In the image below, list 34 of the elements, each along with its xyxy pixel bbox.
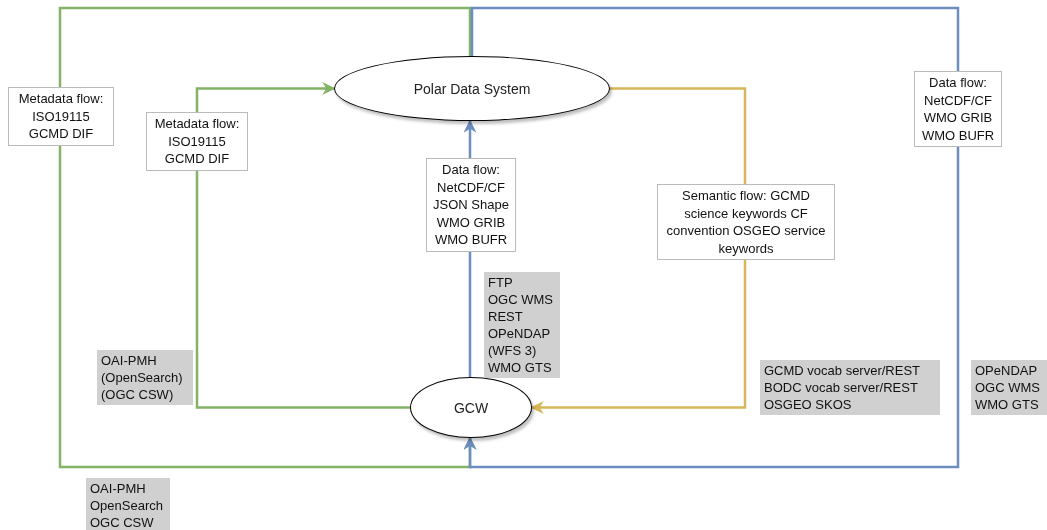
protocol-text: OSGEO SKOS [764,396,853,413]
protocol-text: OGC WMS [975,379,1041,396]
protocol-text: GCMD vocab server/REST [764,362,922,379]
ellipse-node [410,377,532,438]
edge-label: Data flow: NetCDF/CF WMO GRIB WMO BUFR [914,71,1002,147]
edge-label: Metadata flow: ISO19115 GCMD DIF [146,112,248,171]
protocol-text: (OGC CSW) [101,386,175,403]
protocol-box [484,272,560,378]
protocol-text: OAI-PMH [101,352,158,369]
protocol-box [86,478,170,530]
arrow [463,6,960,469]
protocol-text: OGC WMS [488,291,554,308]
protocol-text: OGC CSW [90,514,155,530]
protocol-text: OPeNDAP [975,362,1039,379]
arrow [530,87,747,414]
node-label: Polar Data System [413,80,531,97]
protocol-box [760,360,940,415]
protocol-box [97,350,193,405]
protocol-text: (WFS 3) [488,342,538,359]
protocol-text: BODC vocab server/REST [764,379,919,396]
protocol-text: OPeNDAP [488,325,552,342]
protocol-text: REST [488,308,524,325]
protocol-text: (OpenSearch) [101,369,184,386]
edge-label: Semantic flow: GCMD science keywords CF convention OSGEO service keywords [657,184,835,260]
edge-label: Metadata flow: ISO19115 GCMD DIF [8,87,114,146]
protocol-text: OAI-PMH [90,480,147,497]
node-label: GCW [453,399,489,416]
protocol-text: FTP [488,274,514,291]
protocol-box [971,360,1047,415]
arrow [195,82,410,409]
edge-label: Data flow: NetCDF/CF JSON Shape WMO GRIB WMO BUFR [426,158,516,252]
protocol-text: WMO GTS [975,396,1040,413]
protocol-text: OpenSearch [90,497,164,514]
protocol-text: WMO GTS [488,359,553,376]
